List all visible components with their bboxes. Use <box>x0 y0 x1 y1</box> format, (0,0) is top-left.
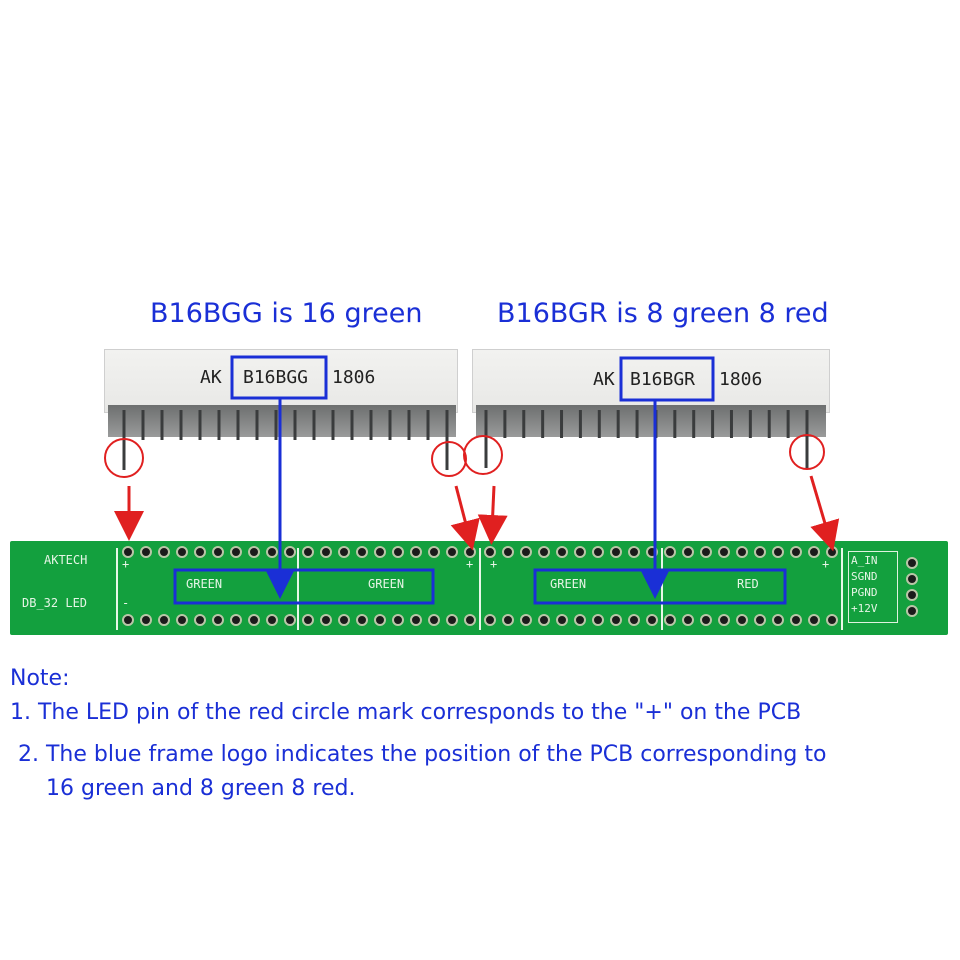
red-circle-mark <box>104 438 144 478</box>
module-brand: AK <box>200 367 222 388</box>
red-arrow <box>809 475 840 552</box>
led-pin-row-left <box>108 405 456 437</box>
led-module-b16bgg: AK B16BGG 1806 <box>104 349 458 413</box>
led-module-b16bgr: AK B16BGR 1806 <box>472 349 830 413</box>
red-arrow <box>477 485 508 545</box>
red-circle-mark <box>431 441 467 477</box>
note-title: Note: <box>10 666 70 691</box>
pcb-plus-mark: + <box>822 557 830 571</box>
pin-label-pgnd: PGND <box>851 586 878 599</box>
pcb-label-green: GREEN <box>368 577 405 591</box>
pcb-label-green: GREEN <box>550 577 587 591</box>
pcb-board: AKTECH DB_32 LED + - + + + GREEN GREEN G… <box>10 541 948 635</box>
caption-b16bgg: B16BGG is 16 green <box>150 298 423 329</box>
module-brand: AK <box>593 369 615 390</box>
module-part-number: B16BGR <box>630 369 696 390</box>
pcb-plus-mark: + <box>122 557 130 571</box>
pcb-label-green: GREEN <box>186 577 223 591</box>
pcb-connector-block: A_IN SGND PGND +12V <box>848 551 898 623</box>
pcb-plus-mark: + <box>490 557 498 571</box>
note-line-2: 2. The blue frame logo indicates the pos… <box>18 742 827 767</box>
note-line-1: 1. The LED pin of the red circle mark co… <box>10 700 802 725</box>
pcb-plus-mark: + <box>466 557 474 571</box>
pin-label-sgnd: SGND <box>851 570 878 583</box>
pin-label-12v: +12V <box>851 602 878 615</box>
pcb-label-red: RED <box>737 577 759 591</box>
pin-label-a-in: A_IN <box>851 554 878 567</box>
pcb-maker-label: AKTECH <box>44 553 88 567</box>
pcb-model-label: DB_32 LED <box>22 596 88 610</box>
red-arrow <box>450 485 480 551</box>
pcb-minus-mark: - <box>122 596 130 610</box>
red-circle-mark <box>789 434 825 470</box>
led-pin-row-right <box>476 405 826 437</box>
red-circle-mark <box>463 435 503 475</box>
module-part-number: B16BGG <box>243 367 309 388</box>
note-line-2-continued: 16 green and 8 green 8 red. <box>46 776 356 801</box>
module-date-code: 1806 <box>719 369 763 390</box>
module-date-code: 1806 <box>332 367 376 388</box>
caption-b16bgr: B16BGR is 8 green 8 red <box>497 298 829 329</box>
